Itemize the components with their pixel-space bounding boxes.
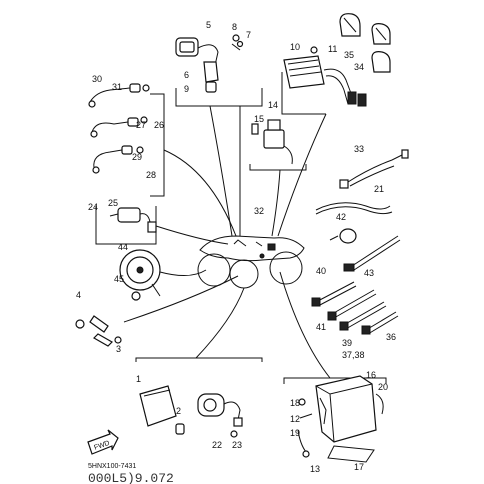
callout-19: 19 (290, 428, 300, 438)
callout-13: 13 (310, 464, 320, 474)
sensor-lead-lower (92, 145, 144, 174)
leader-lines (123, 105, 331, 379)
callout-29: 29 (132, 152, 142, 162)
callout-23: 23 (232, 440, 242, 450)
callout-5: 5 (206, 20, 211, 30)
callout-34: 34 (354, 62, 364, 72)
rectifier-regulator (283, 46, 367, 107)
callout-37-38: 37,38 (342, 350, 365, 360)
callout-21: 21 (374, 184, 384, 194)
callout-18: 18 (290, 398, 300, 408)
callout-32: 32 (254, 206, 264, 216)
sensor-lead-middle (90, 116, 148, 138)
callout-40: 40 (316, 266, 326, 276)
footer-drawing-number: 000L5)9.072 (88, 471, 174, 484)
callout-12: 12 (290, 414, 300, 424)
wire-clamp-42 (329, 228, 357, 244)
callout-35: 35 (344, 50, 354, 60)
callout-9: 9 (184, 84, 189, 94)
callout-42: 42 (336, 212, 346, 222)
wire-lead-21 (315, 202, 393, 215)
fwd-arrow: FWD (87, 429, 119, 455)
group-bracket-relay (249, 164, 307, 171)
group-bracket-battery (283, 377, 387, 384)
callout-3: 3 (116, 344, 121, 354)
callout-25: 25 (108, 198, 118, 208)
callout-20: 20 (378, 382, 388, 392)
footer: 5HNX100-7431 000L5)9.072 (88, 463, 174, 484)
wire-tie-43 (343, 235, 401, 272)
callout-33: 33 (354, 144, 364, 154)
callout-6: 6 (184, 70, 189, 80)
callout-8: 8 (232, 22, 237, 32)
group-bracket-cdi (135, 357, 263, 362)
ignition-coil (175, 34, 244, 93)
group-bracket-regulator (281, 72, 326, 115)
wire-lead-33 (339, 149, 409, 189)
callout-16: 16 (366, 370, 376, 380)
callout-24: 24 (88, 202, 98, 212)
pickup-coil (109, 207, 157, 233)
callout-14: 14 (268, 100, 278, 110)
callout-15: 15 (254, 114, 264, 124)
callout-27: 27 (136, 120, 146, 130)
horn (119, 249, 161, 301)
callout-39: 39 (342, 338, 352, 348)
callout-7: 7 (246, 30, 251, 40)
group-bracket-left-sensors (150, 93, 165, 197)
footer-code: 5HNX100-7431 (88, 463, 136, 470)
callout-4: 4 (76, 290, 81, 300)
callout-2: 2 (176, 406, 181, 416)
wire-ties-lower (311, 281, 399, 335)
cdi-unit (139, 385, 185, 435)
callout-31: 31 (112, 82, 122, 92)
flasher-relay (197, 393, 243, 438)
callout-45: 45 (114, 274, 124, 284)
connector-covers (339, 13, 391, 73)
frame-outline (197, 235, 305, 289)
group-bracket-ignition-coil (175, 88, 263, 107)
callout-30: 30 (92, 74, 102, 84)
callout-44: 44 (118, 242, 128, 252)
battery (297, 375, 384, 463)
callout-labels: 5 8 7 6 9 10 11 35 34 14 15 30 31 27 26 … (76, 20, 396, 474)
callout-28: 28 (146, 170, 156, 180)
callout-26: 26 (154, 120, 164, 130)
callout-1: 1 (136, 374, 141, 384)
sensor-lead-upper (88, 83, 150, 108)
callout-43: 43 (364, 268, 374, 278)
callout-11: 11 (328, 44, 337, 54)
callout-17: 17 (354, 462, 364, 472)
callout-36: 36 (386, 332, 396, 342)
callout-41: 41 (316, 322, 326, 332)
callout-22: 22 (212, 440, 222, 450)
bolts-left (75, 315, 122, 347)
callout-10: 10 (290, 42, 300, 52)
relay-assembly (251, 119, 293, 165)
